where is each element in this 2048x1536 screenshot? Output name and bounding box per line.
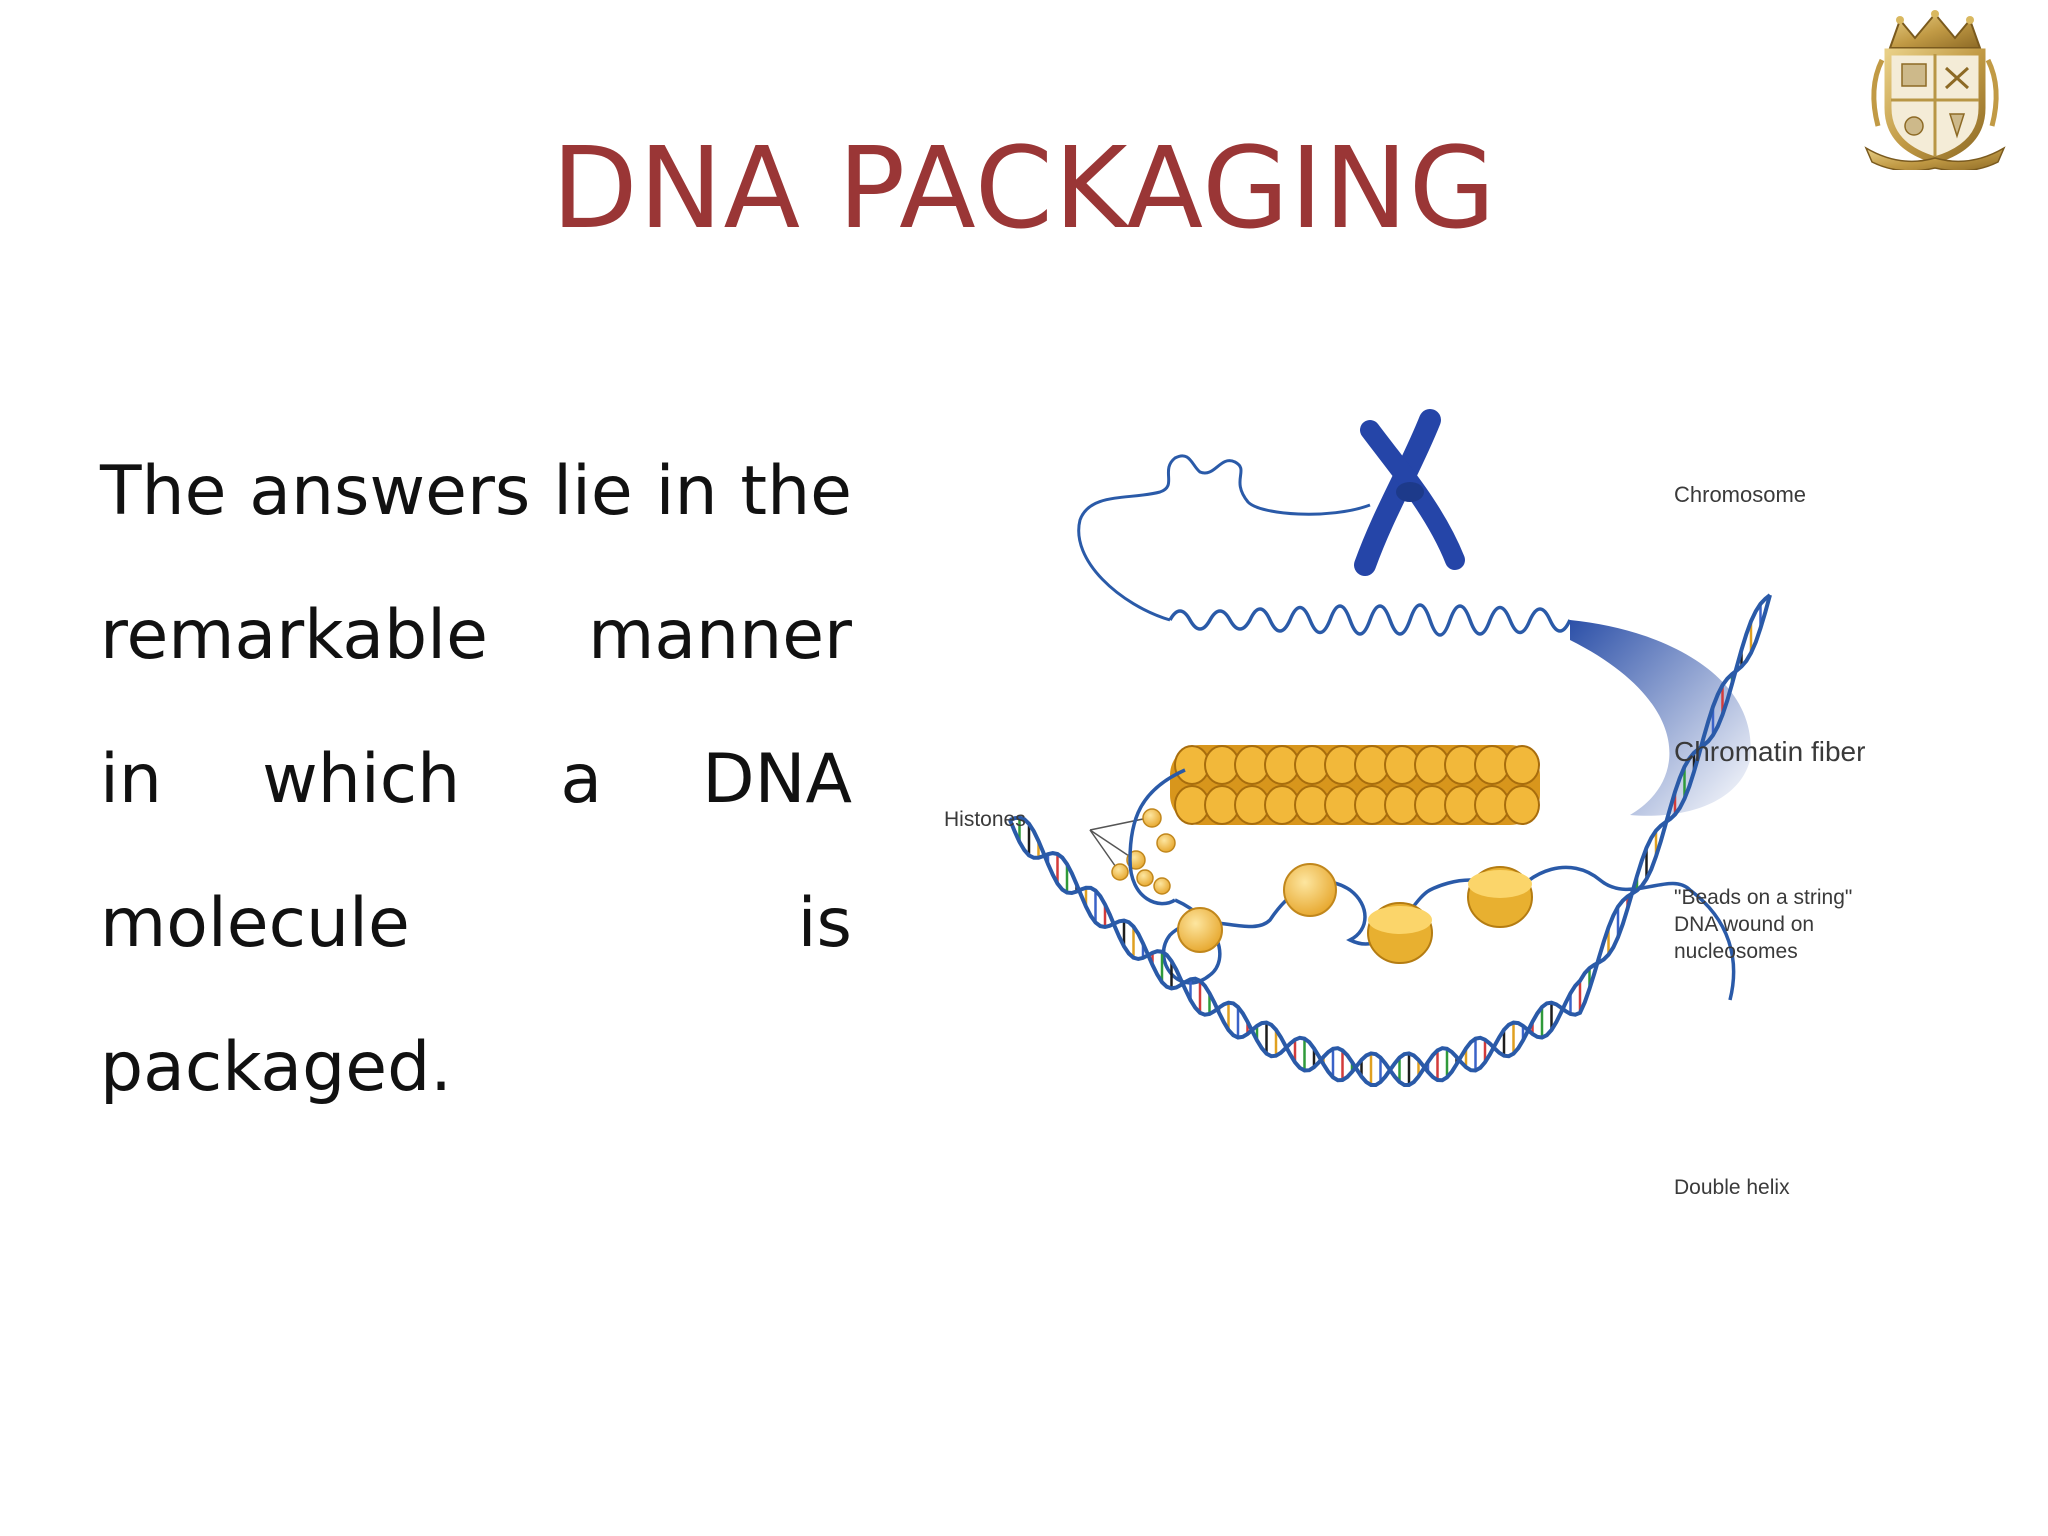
slide-title: DNA PACKAGING (551, 124, 1497, 254)
chromatin-bead (1264, 745, 1300, 785)
chromosome-shape (1354, 409, 1465, 576)
chromatin-bead (1414, 785, 1450, 825)
label-double-helix: Double helix (1674, 1176, 1790, 1199)
nucleosome-beads (1177, 863, 1533, 964)
chromatin-bead (1384, 785, 1420, 825)
chromatin-bead (1174, 745, 1210, 785)
chromatin-bead (1324, 745, 1360, 785)
chromatin-bead (1294, 745, 1330, 785)
chromatin-bead (1234, 785, 1270, 825)
label-histones: Histones (944, 808, 1026, 831)
chromatin-bead (1504, 745, 1540, 785)
chromatin-bead (1444, 745, 1480, 785)
chromatin-bead (1444, 785, 1480, 825)
chromatin-bead (1474, 745, 1510, 785)
label-chromosome: Chromosome (1674, 482, 1807, 507)
chromatin-bead (1324, 785, 1360, 825)
chromatin-bead (1384, 745, 1420, 785)
chromatin-bead (1204, 745, 1240, 785)
chromatin-bead (1354, 745, 1390, 785)
chromatin-bead (1294, 785, 1330, 825)
chromatin-bead (1204, 785, 1240, 825)
chromatin-bead (1264, 785, 1300, 825)
slide-body-text: The answers lie in the remarkable manner… (100, 452, 852, 1107)
chromatin-bead (1474, 785, 1510, 825)
school-crest-emblem (1864, 10, 2006, 170)
chromatin-bead (1234, 745, 1270, 785)
double-helix (1008, 593, 1772, 1087)
label-chromatin-fiber: Chromatin fiber (1674, 736, 1866, 767)
chromatin-bead (1354, 785, 1390, 825)
chromatin-bead (1174, 785, 1210, 825)
dna-packaging-diagram (1008, 409, 1772, 1087)
chromatin-bead (1504, 785, 1540, 825)
chromatin-bead (1414, 745, 1450, 785)
label-beads-on-string: "Beads on a string" DNA wound on nucleos… (1674, 886, 1853, 963)
helix-strand (1009, 594, 1772, 1087)
